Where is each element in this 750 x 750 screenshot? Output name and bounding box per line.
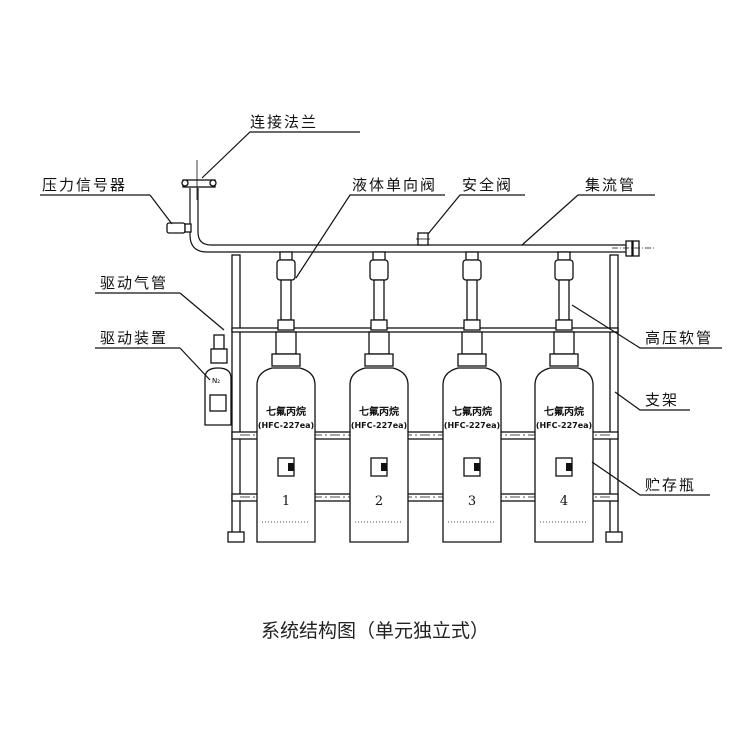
label-bracket: 支架 [645, 391, 679, 409]
label-drive-device: 驱动装置 [100, 329, 168, 347]
cylinder-body [442, 367, 502, 543]
pressure-switch [166, 222, 192, 234]
label-safety-valve: 安全阀 [462, 176, 513, 194]
leader-lines [40, 131, 722, 496]
storage-cylinder: 七氟丙烷 (HFC-227ea) 2 [349, 251, 409, 543]
cylinder-body [256, 367, 316, 543]
storage-cylinder: 七氟丙烷 (HFC-227ea) 4 [534, 251, 594, 543]
cylinder-agent-name: 七氟丙烷 [266, 405, 306, 418]
cylinder-agent-name: 七氟丙烷 [452, 405, 492, 418]
connection-flange [181, 160, 217, 200]
cylinder-body [349, 367, 409, 543]
check-valve-assembly [364, 251, 394, 367]
check-valve-assembly [549, 251, 579, 367]
cylinder-number: 2 [375, 494, 383, 509]
cylinder-agent-code: (HFC-227ea) [258, 421, 314, 430]
cylinder-agent-name: 七氟丙烷 [359, 405, 399, 418]
label-manifold: 集流管 [585, 176, 636, 194]
diagram-caption: 系统结构图（单元独立式） [261, 620, 489, 642]
storage-cylinder: 七氟丙烷 (HFC-227ea) 1 [256, 251, 316, 543]
cylinder-agent-code: (HFC-227ea) [351, 421, 407, 430]
manifold-pipe [189, 188, 655, 257]
label-pressure-switch: 压力信号器 [42, 176, 127, 194]
check-valve-assembly [271, 251, 301, 367]
safety-valve [416, 232, 430, 246]
cylinder-agent-code: (HFC-227ea) [444, 421, 500, 430]
label-high-pressure-hose: 高压软管 [645, 329, 713, 347]
check-valve-assembly [457, 251, 487, 367]
cylinder-agent-code: (HFC-227ea) [536, 421, 592, 430]
cylinder-number: 4 [560, 494, 568, 509]
cylinder-agent-name: 七氟丙烷 [544, 405, 584, 418]
label-drive-gas-pipe: 驱动气管 [100, 274, 168, 292]
drive-device-marking: N₂ [212, 377, 220, 385]
cylinder-number: 1 [282, 494, 290, 509]
cylinder-number: 3 [468, 494, 476, 509]
label-check-valve: 液体单向阀 [352, 176, 437, 194]
label-storage-cylinder: 贮存瓶 [645, 476, 696, 494]
cylinder-body [534, 367, 594, 543]
drive-device: N₂ [204, 334, 232, 426]
storage-cylinder: 七氟丙烷 (HFC-227ea) 3 [442, 251, 502, 543]
label-flange: 连接法兰 [250, 113, 318, 131]
